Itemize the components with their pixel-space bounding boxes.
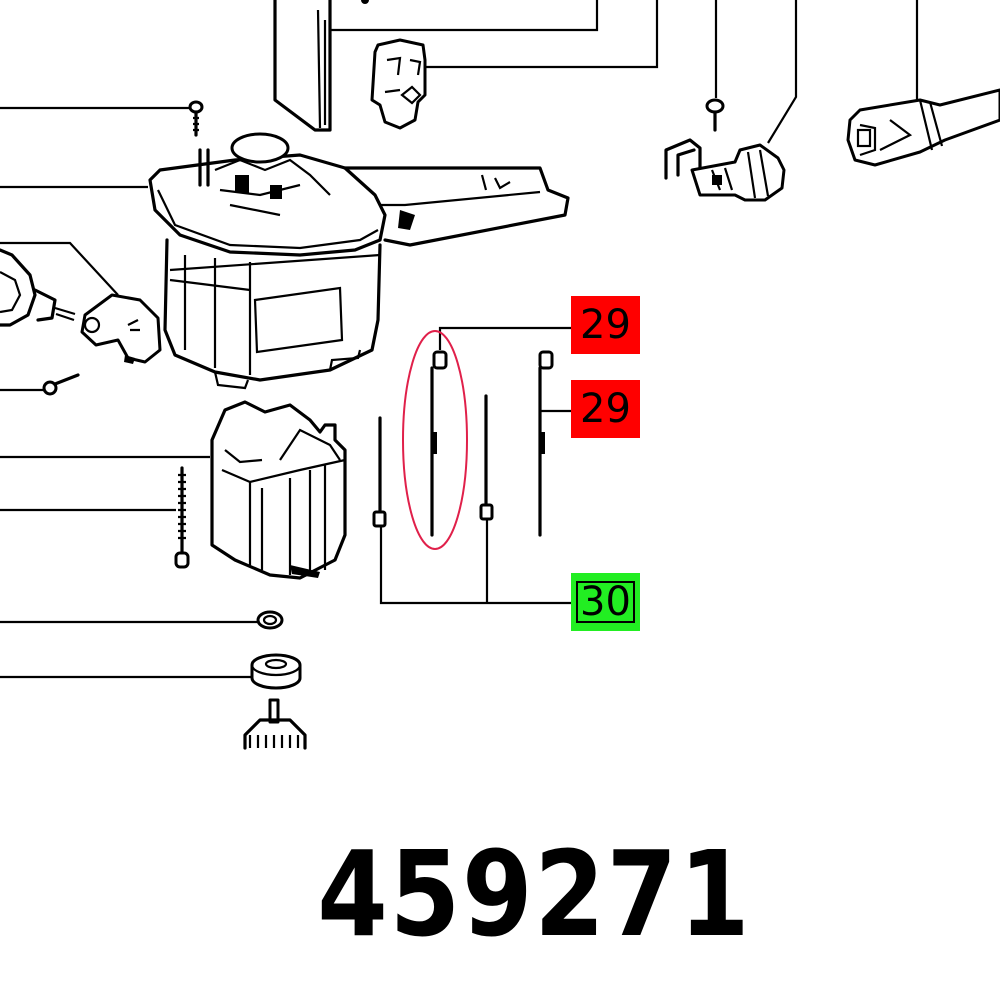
cable-connector-left-part[interactable]: [0, 248, 76, 327]
callout-label: 29: [580, 302, 631, 348]
callout-label: 29: [580, 386, 631, 432]
wire-30-right[interactable]: [479, 394, 494, 603]
brush-holder-bracket-part[interactable]: [0, 241, 162, 364]
callout-30[interactable]: 30: [571, 573, 640, 631]
cable-clamp-part[interactable]: [664, 0, 798, 202]
callout-29-upper[interactable]: 29: [571, 296, 640, 354]
callout-29-lower[interactable]: 29: [571, 380, 640, 438]
callout-label: 30: [576, 581, 635, 623]
wire-30-left[interactable]: [372, 416, 572, 605]
long-screw-part[interactable]: [0, 466, 190, 569]
circuit-board-part[interactable]: [273, 0, 599, 132]
bearing-part[interactable]: [0, 653, 302, 690]
stator-part[interactable]: [0, 400, 347, 580]
part-number: 459271: [317, 825, 752, 963]
washer-part[interactable]: [0, 610, 284, 630]
screw-top-part[interactable]: [0, 100, 204, 137]
armature-part[interactable]: [243, 698, 307, 750]
screw-left-part[interactable]: [0, 373, 80, 396]
power-cable-plug-part[interactable]: [846, 0, 1000, 167]
switch-part[interactable]: [370, 0, 659, 130]
motor-housing-part[interactable]: [0, 132, 570, 390]
carbon-brush-29-left[interactable]: [430, 326, 572, 537]
small-screw-right-part[interactable]: [705, 0, 725, 132]
carbon-brush-29-right[interactable]: [538, 350, 572, 537]
highlight-ring: [402, 330, 468, 550]
